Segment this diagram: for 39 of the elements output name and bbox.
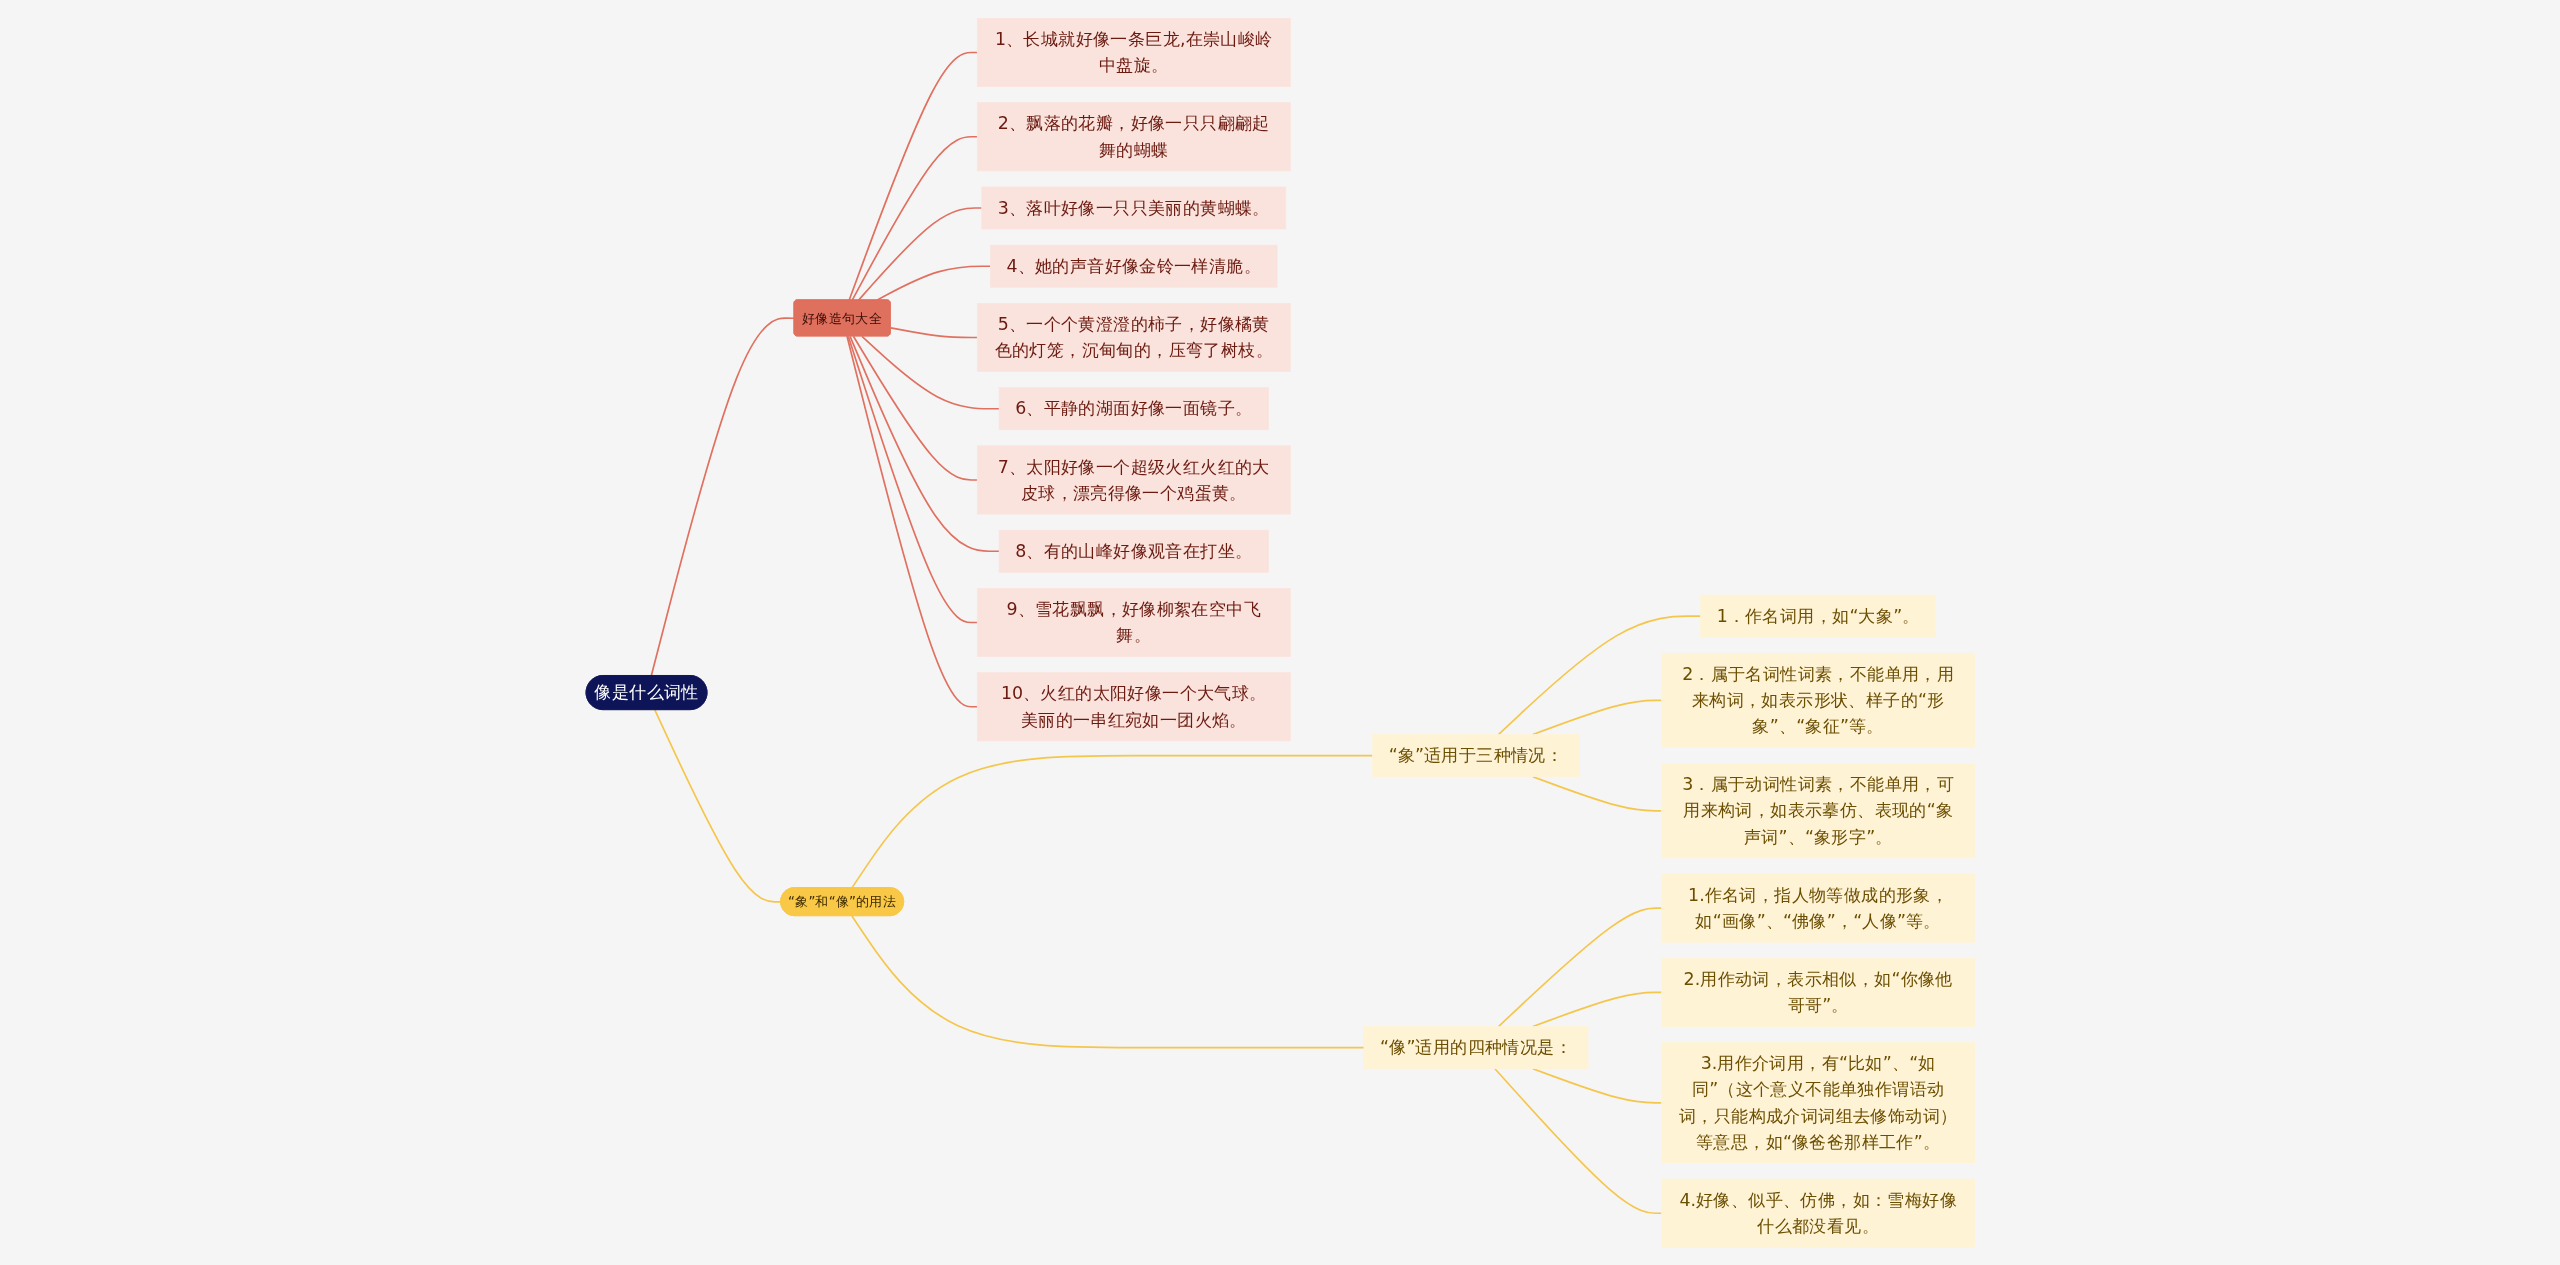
connector — [1531, 1067, 1663, 1104]
node-box: 1．作名词用，如“大象”。 — [1699, 594, 1936, 638]
node-box: 2.用作动词，表示相似，如“你像他哥哥”。 — [1660, 957, 1975, 1027]
connector — [1493, 1067, 1663, 1214]
connector — [847, 51, 978, 301]
node-box: 9、雪花飘飘，好像柳絮在空中飞舞。 — [976, 587, 1291, 657]
node-box: 3．属于动词性词素，不能单用，可用来构词，如表示摹仿、表现的“象声词”、“象形字”。 — [1660, 762, 1975, 858]
node-box: 4、她的声音好像金铃一样清脆。 — [989, 244, 1278, 288]
node-box: 5、一个个黄澄澄的柿子，好像橘黄色的灯笼，沉甸甸的，压弯了树枝。 — [976, 302, 1291, 372]
node-box: 3.用作介词用，有“比如”、“如同”（这个意义不能单独作谓语动词，只能构成介词词组去修饰动词）等意思，如“像爸爸那样工作”。 — [1660, 1041, 1975, 1164]
connector — [650, 317, 795, 677]
connector — [850, 754, 1374, 889]
node-box: 6、平静的湖面好像一面镜子。 — [998, 386, 1269, 430]
connector — [860, 335, 1000, 410]
connector — [848, 335, 1000, 552]
connector — [845, 335, 978, 708]
node-box: “象”适用于三种情况： — [1371, 733, 1580, 777]
connector — [851, 135, 978, 301]
node-box: 4.好像、似乎、仿佛，如：雪梅好像什么都没看见。 — [1660, 1178, 1975, 1248]
node-box: 1.作名词，指人物等做成的形象，如“画像”、“佛像”，“人像”等。 — [1660, 873, 1975, 943]
node-box: 10、火红的太阳好像一个大气球。美丽的一串红宛如一团火焰。 — [976, 671, 1291, 741]
node-box: “像”适用的四种情况是： — [1363, 1025, 1588, 1069]
connector — [852, 335, 978, 481]
connector — [1531, 775, 1663, 812]
connector — [1497, 906, 1663, 1028]
connector — [1497, 614, 1701, 736]
node-box: 2．属于名词性词素，不能单用，用来构词，如表示形状、样子的“形象”、“象征”等。 — [1660, 652, 1975, 748]
node-box: 2、飘落的花瓣，好像一只只翩翩起舞的蝴蝶 — [976, 101, 1291, 171]
connector — [1531, 699, 1663, 736]
connector — [857, 206, 983, 301]
connector — [653, 708, 782, 903]
node-box: 7、太阳好像一个超级火红火红的大皮球，漂亮得像一个鸡蛋黄。 — [976, 445, 1291, 515]
node-box: 3、落叶好像一只只美丽的黄蝴蝶。 — [981, 186, 1286, 230]
connector — [850, 914, 1365, 1049]
connector — [889, 326, 978, 338]
node-box: 1、长城就好像一条巨龙,在崇山峻岭中盘旋。 — [976, 17, 1291, 87]
connector — [1531, 991, 1663, 1028]
connector — [847, 335, 978, 623]
node-box: 8、有的山峰好像观音在打坐。 — [998, 529, 1269, 573]
